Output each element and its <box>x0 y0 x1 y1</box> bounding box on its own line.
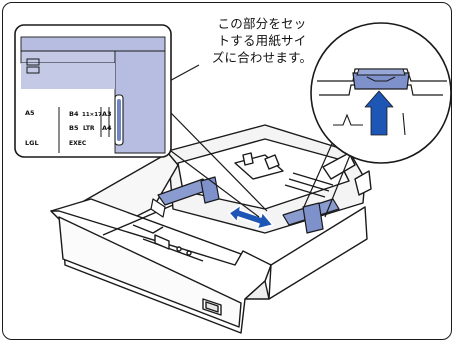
lever-detail-inset <box>310 22 451 164</box>
paper-cassette <box>50 124 372 334</box>
illustration-frame: A5 LGL B4 11×17 A3 B5 LTR A4 EXEC この部分をセ… <box>2 2 452 340</box>
guide-slide-arrow <box>228 204 274 230</box>
callout-line-3: ズに合わせます。 <box>211 50 313 65</box>
size-label-11x17: 11×17 <box>82 112 102 118</box>
size-label-lgl: LGL <box>25 139 39 147</box>
size-label-a5: A5 <box>25 109 35 117</box>
size-label-b4: B4 <box>69 110 79 118</box>
size-label-a3: A3 <box>102 110 112 118</box>
size-label-ltr: LTR <box>83 125 95 132</box>
size-label-b5: B5 <box>69 124 79 132</box>
paper-side-guides <box>150 176 340 234</box>
callout-line-2: トする用紙サイ <box>217 33 307 48</box>
callout-text: この部分をセッ トする用紙サイ ズに合わせます。 <box>192 15 332 66</box>
paper-tray-illustration: A5 LGL B4 11×17 A3 B5 LTR A4 EXEC <box>14 22 451 334</box>
push-up-arrow-icon <box>364 90 394 136</box>
size-label-exec: EXEC <box>69 140 87 147</box>
callout-line-1: この部分をセッ <box>217 16 307 31</box>
size-label-a4: A4 <box>102 124 112 132</box>
size-guide-inset: A5 LGL B4 11×17 A3 B5 LTR A4 EXEC <box>14 24 172 158</box>
